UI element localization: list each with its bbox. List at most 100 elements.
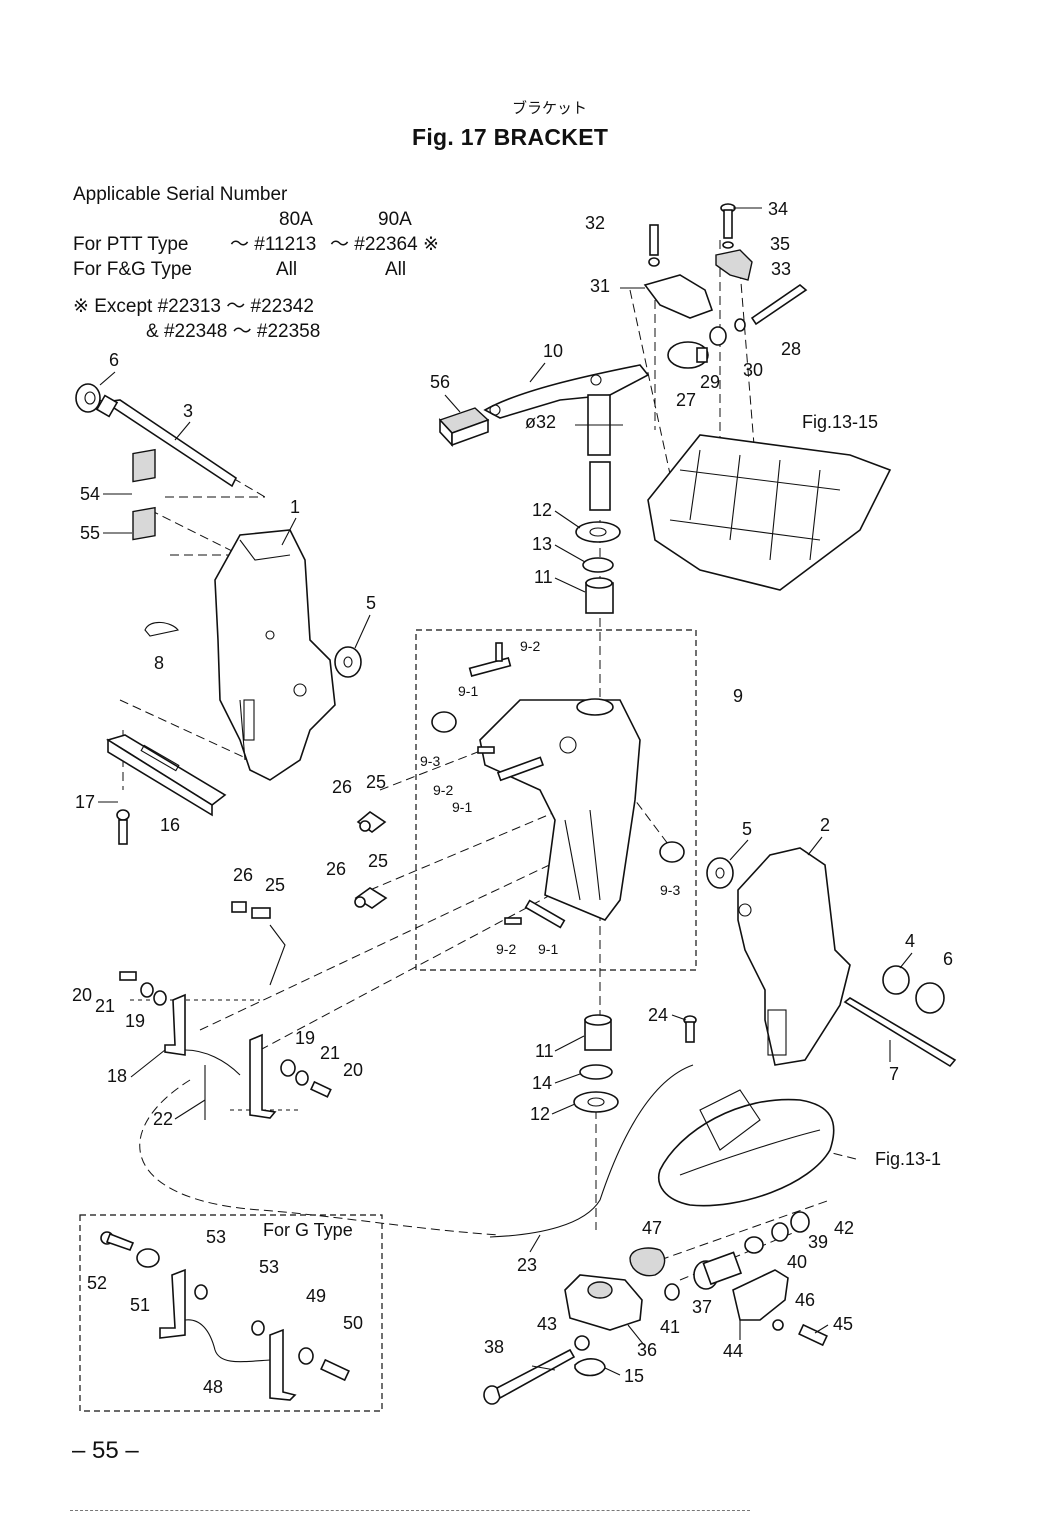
callout-47: 47 [642, 1218, 662, 1238]
callout-50: 50 [343, 1313, 363, 1333]
part-18-lever-bracket [164, 993, 277, 1119]
callout-44: 44 [723, 1341, 743, 1361]
callout-36: 36 [637, 1340, 657, 1360]
part-12-washer-lower [573, 1091, 619, 1113]
callout-23: 23 [517, 1255, 537, 1275]
part-24-bolt [683, 1015, 697, 1043]
callout-51: 51 [130, 1295, 150, 1315]
callout-42: 42 [834, 1218, 854, 1238]
callout-26a: 26 [332, 777, 352, 797]
part-5-washer-left [334, 646, 362, 678]
part-34-bolt [720, 203, 736, 239]
part-4-nut [882, 965, 910, 995]
callout-33: 33 [771, 259, 791, 279]
part-15-washer [574, 1358, 606, 1377]
callout-9-3a: 9-3 [420, 753, 440, 769]
callout-26c: 26 [233, 865, 253, 885]
part-31-clamp [643, 274, 714, 319]
footer-rule [70, 1510, 750, 1511]
serial-col-90a: 90A [378, 209, 412, 230]
callout-25a: 25 [366, 772, 386, 792]
part-6-nut [75, 383, 101, 413]
callout-53a: 53 [206, 1227, 226, 1247]
callout-8: 8 [154, 653, 164, 673]
callout-45: 45 [833, 1314, 853, 1334]
part-45-bolt [798, 1323, 828, 1347]
callout-16: 16 [160, 815, 180, 835]
callout-34: 34 [768, 199, 788, 219]
part-21-washer-right [295, 1070, 309, 1086]
callout-21b: 21 [320, 1043, 340, 1063]
part-37-plunger [693, 1251, 743, 1290]
part-9-swivel-bracket [479, 698, 641, 921]
part-56-pad [438, 407, 490, 448]
callout-48: 48 [203, 1377, 223, 1397]
subtitle-japanese: ブラケット [512, 99, 588, 117]
part-47-cap [629, 1247, 666, 1277]
serial-row-ptt-80a: ～ #11213 [230, 234, 317, 255]
part-35-washer [722, 241, 734, 249]
callout-12b: 12 [530, 1104, 550, 1124]
callout-9-1b: 9-1 [452, 799, 472, 815]
callout-38: 38 [484, 1337, 504, 1357]
serial-col-80a: 80A [279, 209, 313, 230]
part-1-clamp-bracket [214, 529, 336, 781]
part-38-bolt [483, 1348, 576, 1405]
serial-row-fg-90a: All [385, 259, 407, 280]
callout-25b: 25 [368, 851, 388, 871]
part-29-washer [709, 326, 727, 346]
serial-row-fg-80a: All [276, 259, 298, 280]
callout-9-1c: 9-1 [538, 941, 558, 957]
part-50-bolt [320, 1358, 350, 1382]
g-type-box-label: For G Type [263, 1220, 353, 1240]
part-9-3-bushing-a [431, 711, 457, 733]
callout-18: 18 [107, 1066, 127, 1086]
part-9-2-screw-c [504, 917, 522, 925]
part-30-washer [734, 318, 746, 332]
part-3-long-bolt [95, 394, 238, 488]
callout-55: 55 [80, 523, 100, 543]
callout-14: 14 [532, 1073, 552, 1093]
serial-row-ptt-label: For PTT Type [73, 234, 189, 255]
g-type-dashed-box [79, 1214, 383, 1412]
ref-lower-unit-fig-13-1 [658, 1089, 835, 1207]
part-13-ring [582, 557, 614, 573]
part-55-plate [132, 506, 156, 541]
part-19-washer-right [280, 1059, 296, 1077]
part-49-washer [298, 1347, 314, 1365]
figure-title: Fig. 17 BRACKET [412, 124, 609, 150]
ref-fig-13-1-label: Fig.13-1 [875, 1149, 941, 1169]
steering-shaft [575, 394, 623, 511]
part-51-collar [136, 1248, 160, 1268]
part-20-bolt-right [309, 1080, 332, 1098]
part-14-ring [579, 1064, 613, 1080]
part-9-2-screw-b [477, 746, 495, 754]
part-2-clamp-bracket [737, 847, 851, 1066]
part-54-plate [132, 448, 156, 483]
callout-52: 52 [87, 1273, 107, 1293]
callout-5a: 5 [366, 593, 376, 613]
part-39-washer [771, 1222, 789, 1242]
part-17-bolt [116, 809, 130, 845]
part-25-26-grease-fitting-b [354, 887, 388, 909]
callout-13: 13 [532, 534, 552, 554]
page-number: – 55 – [72, 1437, 139, 1464]
part-11-bushing-upper [585, 577, 614, 614]
callout-21a: 21 [95, 996, 115, 1016]
callout-9-3b: 9-3 [660, 882, 680, 898]
callout-43: 43 [537, 1314, 557, 1334]
serial-except-1: ※ Except #22313 ～ #22342 [73, 296, 314, 317]
callout-32: 32 [585, 213, 605, 233]
serial-row-ptt-90a: ～ #22364 ※ [330, 234, 439, 255]
callout-2: 2 [820, 815, 830, 835]
part-53-washer-b [251, 1320, 265, 1336]
callout-9-2c: 9-2 [496, 941, 516, 957]
callout-11b: 11 [535, 1041, 554, 1061]
ref-housing-fig-13-15 [647, 434, 892, 591]
ref-fig-13-15-label: Fig.13-15 [802, 412, 878, 432]
part-20-bolt-left [119, 971, 137, 981]
callout-10: 10 [543, 341, 563, 361]
serial-heading: Applicable Serial Number [73, 184, 288, 205]
grease-hose-short [269, 924, 286, 986]
part-9-3-bushing-b [659, 841, 685, 863]
